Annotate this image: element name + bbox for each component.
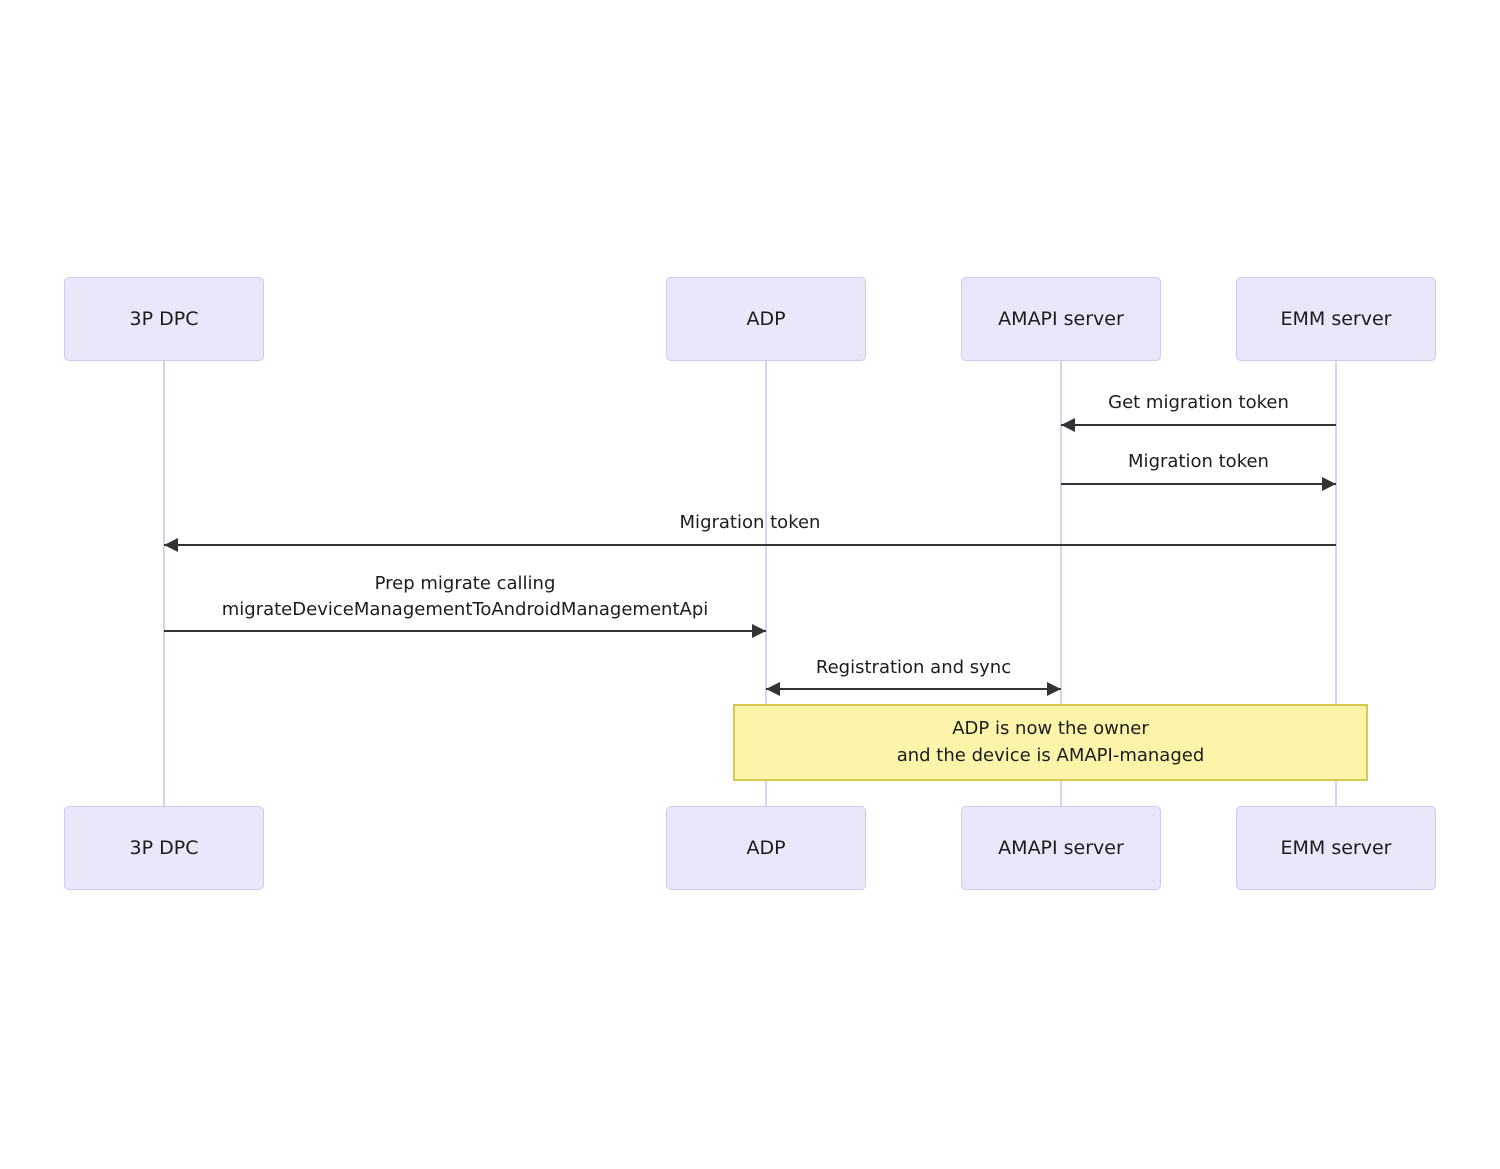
message-label-migration-token-emm-to-dpc: Migration token	[679, 512, 821, 533]
note-text-adp-owner: ADP is now the owner and the device is A…	[896, 718, 1205, 766]
participant-label-emm-server: EMM server	[1280, 307, 1392, 330]
message-line-registration-and-sync	[766, 688, 1061, 690]
participant-box-bottom-amapi-server[interactable]: AMAPI server	[961, 806, 1161, 890]
arrowhead-right-prep-migrate	[752, 624, 766, 638]
arrowhead-left-registration-and-sync	[766, 682, 780, 696]
participant-box-top-adp[interactable]: ADP	[666, 277, 866, 361]
message-line-migration-token-emm-to-dpc	[164, 544, 1336, 546]
participant-box-top-amapi-server[interactable]: AMAPI server	[961, 277, 1161, 361]
arrowhead-right-migration-token-amapi-to-emm	[1322, 477, 1336, 491]
lifeline-adp	[765, 361, 767, 806]
lifeline-3p-dpc	[163, 361, 165, 806]
participant-box-bottom-emm-server[interactable]: EMM server	[1236, 806, 1436, 890]
participant-label-amapi-server: AMAPI server	[998, 307, 1124, 330]
message-label-migration-token-amapi-to-emm: Migration token	[1128, 451, 1269, 472]
arrowhead-left-migration-token-emm-to-dpc	[164, 538, 178, 552]
lifeline-amapi-server	[1060, 361, 1062, 806]
participant-label-adp: ADP	[746, 307, 786, 330]
note-adp-owner: ADP is now the owner and the device is A…	[733, 704, 1368, 781]
participant-box-top-3p-dpc[interactable]: 3P DPC	[64, 277, 264, 361]
message-line-migration-token-amapi-to-emm	[1061, 483, 1336, 485]
lifeline-emm-server	[1335, 361, 1337, 806]
participant-label-bottom-3p-dpc: 3P DPC	[129, 836, 199, 859]
participant-box-bottom-adp[interactable]: ADP	[666, 806, 866, 890]
arrowhead-left-get-migration-token	[1061, 418, 1075, 432]
message-line-prep-migrate	[164, 630, 766, 632]
participant-label-3p-dpc: 3P DPC	[129, 307, 199, 330]
message-label-get-migration-token: Get migration token	[1108, 392, 1289, 413]
message-line-get-migration-token	[1061, 424, 1336, 426]
arrowhead-right-registration-and-sync	[1047, 682, 1061, 696]
participant-label-bottom-amapi-server: AMAPI server	[998, 836, 1124, 859]
message-label-prep-migrate: Prep migrate calling migrateDeviceManage…	[221, 573, 709, 621]
participant-box-top-emm-server[interactable]: EMM server	[1236, 277, 1436, 361]
participant-box-bottom-3p-dpc[interactable]: 3P DPC	[64, 806, 264, 890]
participant-label-bottom-emm-server: EMM server	[1280, 836, 1392, 859]
message-label-registration-and-sync: Registration and sync	[815, 657, 1012, 678]
participant-label-bottom-adp: ADP	[746, 836, 786, 859]
